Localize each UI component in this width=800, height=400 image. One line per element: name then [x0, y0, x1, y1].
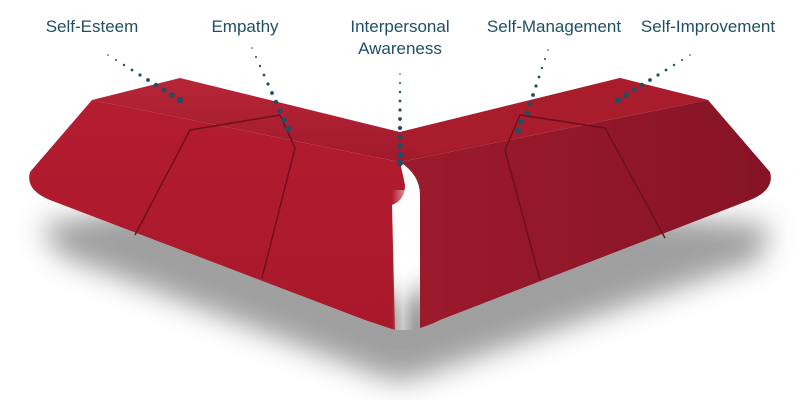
leader-dots [107, 47, 691, 167]
separator-top-1 [189, 114, 281, 131]
label-self-improvement: Self-Improvement [640, 17, 776, 36]
label-interpersonal-awareness-line1: Interpersonal [350, 17, 450, 36]
separator-3 [504, 114, 541, 281]
leader-self-esteem [107, 54, 184, 104]
label-interpersonal-awareness: Interpersonal Awareness [350, 16, 449, 60]
separator-top-2 [519, 114, 606, 129]
chevron-left-face [29, 100, 406, 330]
segment-separators [134, 114, 666, 281]
separator-2 [261, 114, 296, 279]
label-interpersonal-awareness-line2: Awareness [358, 39, 442, 58]
leader-empathy [251, 47, 292, 133]
label-empathy: Empathy [211, 17, 279, 36]
separator-4 [604, 127, 666, 239]
chevron-top-faces [92, 78, 708, 162]
chevron-right-face [400, 100, 771, 328]
leader-self-management [514, 49, 549, 135]
separator-1 [134, 129, 191, 236]
corner-highlight [392, 190, 414, 330]
label-self-esteem: Self-Esteem [45, 17, 139, 36]
leader-interpersonal-awareness [396, 73, 404, 167]
label-self-management: Self-Management [486, 17, 622, 36]
leader-self-improvement [614, 54, 691, 104]
